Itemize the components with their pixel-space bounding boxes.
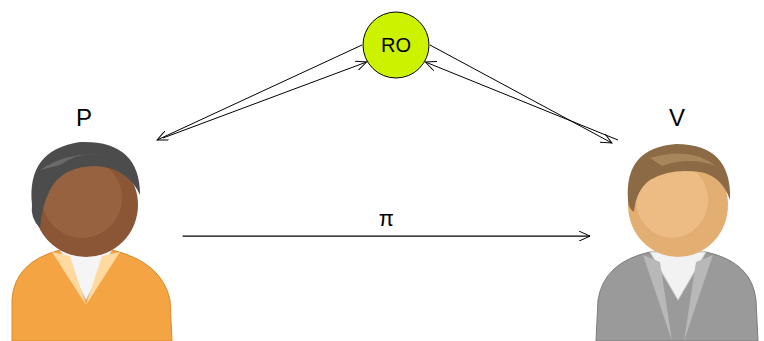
prover-node: P <box>5 140 180 341</box>
prover-figure <box>12 142 172 341</box>
message-arrow <box>183 235 590 236</box>
verifier-node: V <box>590 140 760 341</box>
message-arrow <box>163 62 367 138</box>
message-arrow <box>425 62 618 140</box>
party-label: V <box>669 104 685 132</box>
party-label: P <box>76 104 92 132</box>
proof-label: π <box>376 206 397 232</box>
message-arrow <box>430 45 612 143</box>
verifier-figure <box>596 144 758 341</box>
message-arrow <box>157 45 362 140</box>
oracle-circle: RO <box>362 11 430 79</box>
oracle-label: RO <box>381 34 411 57</box>
